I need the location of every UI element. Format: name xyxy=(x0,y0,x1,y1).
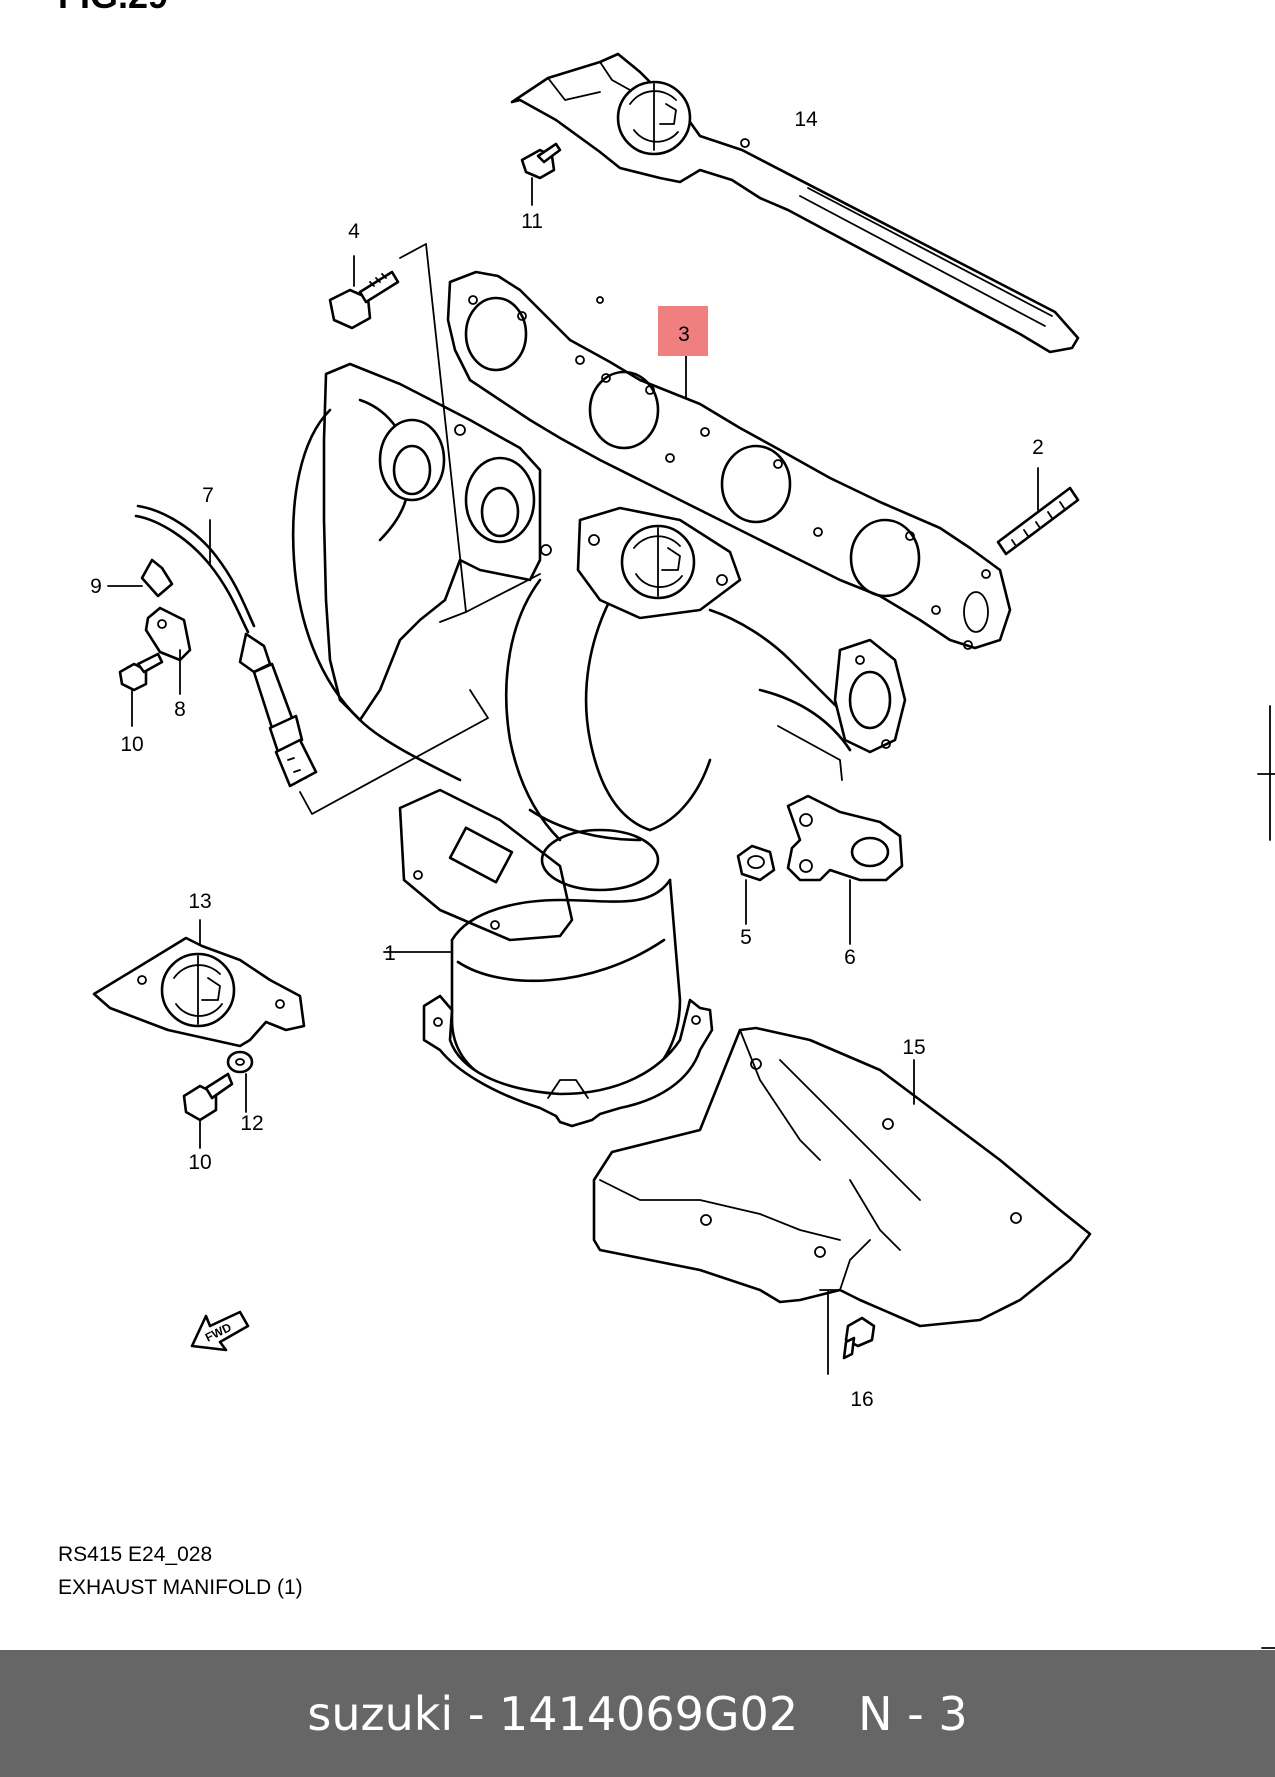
part-9-clip xyxy=(107,558,174,598)
part-13-lower-heat-shield xyxy=(92,919,306,1048)
callout-13: 13 xyxy=(188,890,211,913)
part-11-bolt xyxy=(520,142,562,206)
callout-3: 3 xyxy=(678,323,690,346)
diagram-title: EXHAUST MANIFOLD (1) xyxy=(58,1576,303,1599)
part-number: suzuki - 1414069G02 xyxy=(307,1686,799,1741)
callout-2: 2 xyxy=(1032,436,1044,459)
callout-14: 14 xyxy=(794,108,818,131)
part-5-nut xyxy=(736,844,776,925)
callout-12: 12 xyxy=(240,1112,263,1135)
part-1-exhaust-manifold xyxy=(291,243,907,1128)
callout-8: 8 xyxy=(174,698,186,721)
part-12-washer xyxy=(226,1050,254,1113)
part-15-catalyst-heat-shield xyxy=(592,1026,1092,1328)
crop-mark xyxy=(1257,705,1275,841)
fwd-arrow-icon: FWD xyxy=(190,1310,250,1352)
part-6-bracket xyxy=(786,794,904,945)
callout-10-lower: 10 xyxy=(188,1151,211,1174)
part-reference: N - 3 xyxy=(858,1686,968,1741)
part-14-upper-heat-shield xyxy=(510,52,1080,354)
highlight-box-3 xyxy=(658,306,708,356)
part-3-gasket xyxy=(446,270,1012,650)
part-16-bolt xyxy=(827,1289,876,1375)
callout-4: 4 xyxy=(348,220,360,243)
part-10-bolt-upper xyxy=(118,652,164,727)
callout-9: 9 xyxy=(90,575,102,598)
callout-16: 16 xyxy=(850,1388,873,1411)
exhaust-manifold-diagram: FIG.29 xyxy=(58,0,1275,1649)
part-7-oxygen-sensor xyxy=(134,504,318,788)
callout-15: 15 xyxy=(902,1036,925,1059)
part-2-stud xyxy=(996,467,1080,556)
part-10-bolt-lower xyxy=(182,1072,234,1149)
callout-1: 1 xyxy=(384,942,396,965)
figure-label: FIG.29 xyxy=(58,0,168,16)
part-number-footer: suzuki - 1414069G02 N - 3 xyxy=(0,1650,1275,1777)
callout-7: 7 xyxy=(202,484,214,507)
callout-5: 5 xyxy=(740,926,752,949)
callout-6: 6 xyxy=(844,946,856,969)
diagram-code: RS415 E24_028 xyxy=(58,1543,213,1566)
part-8-bracket xyxy=(144,606,192,695)
part-4-bolt xyxy=(328,255,400,330)
callout-10-upper: 10 xyxy=(120,733,143,756)
callout-11: 11 xyxy=(521,210,543,233)
